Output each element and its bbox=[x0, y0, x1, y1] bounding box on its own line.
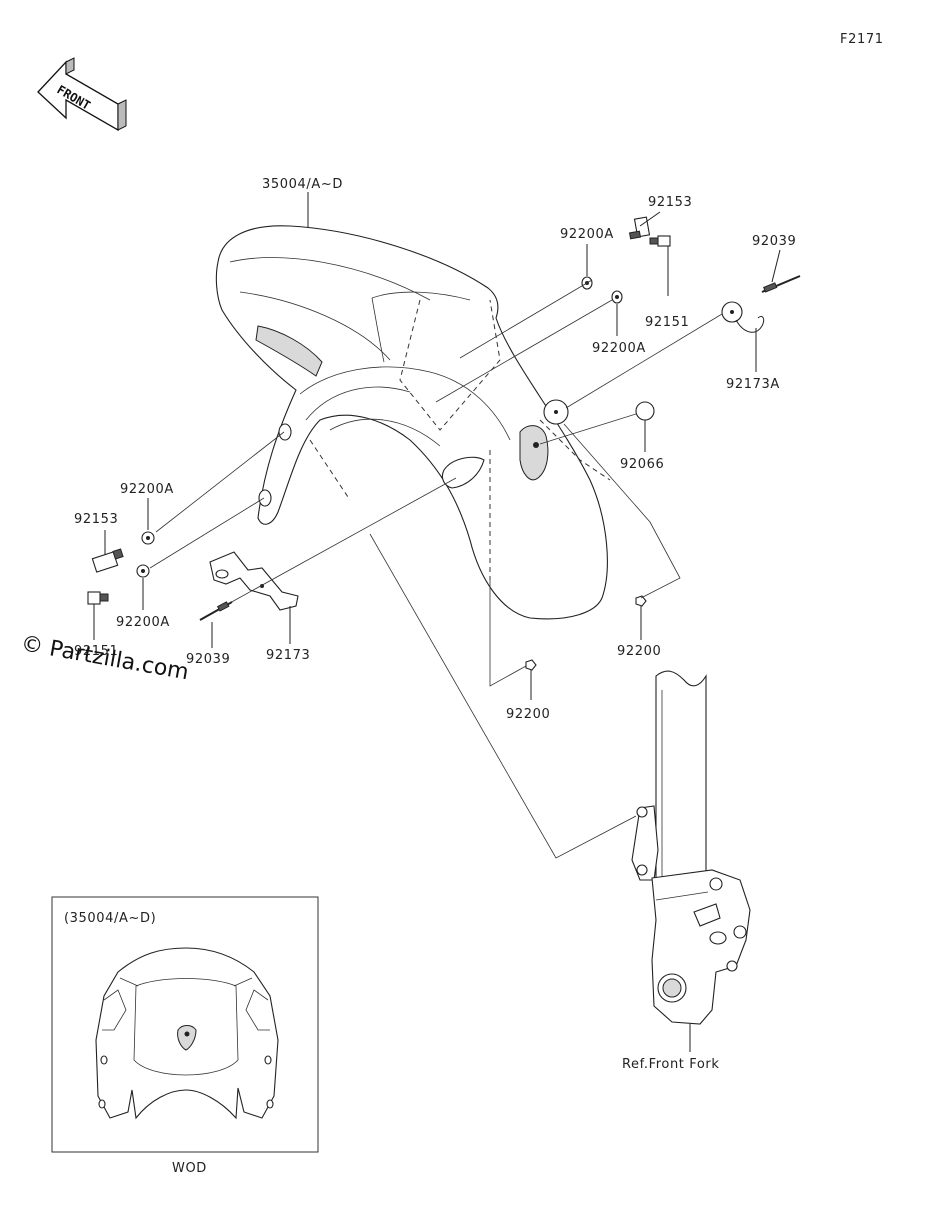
callout-nut-center: 92200 bbox=[506, 707, 550, 722]
callout-nut-right: 92200 bbox=[617, 644, 661, 659]
spacer-left-part bbox=[91, 548, 124, 573]
inset-title: (35004/A~D) bbox=[64, 911, 156, 926]
callout-washer-left-top: 92200A bbox=[120, 482, 174, 497]
callout-spacer-right: 92153 bbox=[648, 195, 692, 210]
callout-washer-right-bottom: 92200A bbox=[592, 341, 646, 356]
callout-ref-fork: Ref.Front Fork bbox=[622, 1057, 719, 1072]
washer-right-bottom-part bbox=[611, 290, 623, 304]
watermark: © Partzilla.com bbox=[19, 631, 191, 685]
inset-caption: WOD bbox=[172, 1161, 207, 1176]
callout-washer-left-bottom: 92200A bbox=[116, 615, 170, 630]
callout-bolt-left: 92151 bbox=[74, 644, 118, 659]
bolt-left-part bbox=[87, 591, 109, 605]
washer-left-bottom-part bbox=[136, 564, 150, 578]
bolt-right-part bbox=[649, 235, 671, 247]
inset-box: (35004/A~D) WOD bbox=[51, 896, 319, 1176]
callout-washer-right-top: 92200A bbox=[560, 227, 614, 242]
front-fork bbox=[631, 670, 751, 1025]
nut-center-part bbox=[525, 659, 537, 671]
callout-clip-left: 92039 bbox=[186, 652, 230, 667]
clip-left-part bbox=[199, 601, 233, 621]
callout-hose-guide: 92173A bbox=[726, 377, 780, 392]
callout-clip-right: 92039 bbox=[752, 234, 796, 249]
callout-spacer-left: 92153 bbox=[74, 512, 118, 527]
inset-fender-front-view bbox=[95, 947, 279, 1120]
callout-bracket: 92173 bbox=[266, 648, 310, 663]
callout-fender: 35004/A~D bbox=[262, 177, 343, 192]
clip-right-part bbox=[761, 275, 801, 293]
nut-right-part bbox=[635, 595, 647, 607]
spacer-right-part bbox=[628, 216, 651, 240]
figure-code: F2171 bbox=[840, 32, 884, 47]
leader-lines bbox=[93, 192, 781, 1052]
washer-left-top-part bbox=[141, 531, 155, 545]
callout-cap: 92066 bbox=[620, 457, 664, 472]
hose-guide-part bbox=[721, 301, 765, 333]
bracket-part bbox=[209, 551, 299, 611]
front-arrow-icon: FRONT bbox=[37, 57, 127, 132]
cap-part bbox=[635, 401, 655, 421]
front-fender bbox=[215, 225, 608, 620]
callout-bolt-right: 92151 bbox=[645, 315, 689, 330]
